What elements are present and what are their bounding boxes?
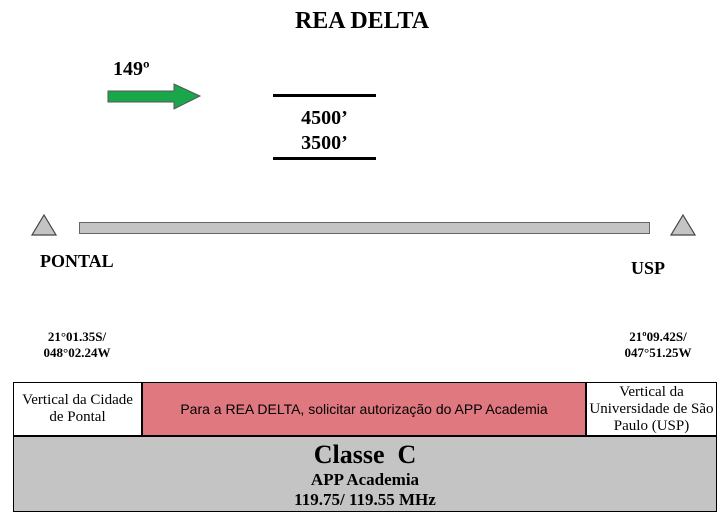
airspace-class-box: Classe C APP Academia 119.75/ 119.55 MHz xyxy=(13,436,717,512)
usp-lon: 047°51.25W xyxy=(624,345,692,360)
page-title: REA DELTA xyxy=(294,8,430,34)
heading-arrow-icon xyxy=(107,83,202,110)
pontal-lat: 21°01.35S/ xyxy=(47,329,107,344)
pontal-coordinates: 21°01.35S/ 048°02.24W xyxy=(22,329,132,361)
upper-altitude-line xyxy=(273,94,376,97)
description-row: Vertical da Cidade de Pontal Para a REA … xyxy=(13,382,717,436)
airspace-frequency: 119.75/ 119.55 MHz xyxy=(294,490,436,509)
left-description: Vertical da Cidade de Pontal xyxy=(13,382,142,436)
upper-altitude: 4500’ xyxy=(301,107,348,129)
usp-coordinates: 21º09.42S/ 047°51.25W xyxy=(603,329,713,361)
pontal-label: PONTAL xyxy=(40,251,114,271)
pontal-lon: 048°02.24W xyxy=(43,345,111,360)
usp-lat: 21º09.42S/ xyxy=(629,329,687,344)
heading-label: 149º xyxy=(113,58,150,80)
airspace-class: Classe C xyxy=(313,440,417,469)
lower-altitude-line xyxy=(273,157,376,160)
pontal-marker-icon xyxy=(31,214,57,236)
usp-label: USP xyxy=(631,258,666,278)
lower-altitude: 3500’ xyxy=(301,132,348,154)
airspace-unit: APP Academia xyxy=(310,470,420,489)
usp-marker-icon xyxy=(670,214,696,236)
middle-description: Para a REA DELTA, solicitar autorização … xyxy=(142,382,586,436)
route-bar xyxy=(79,222,650,234)
right-description: Vertical da Universidade de São Paulo (U… xyxy=(586,382,717,436)
